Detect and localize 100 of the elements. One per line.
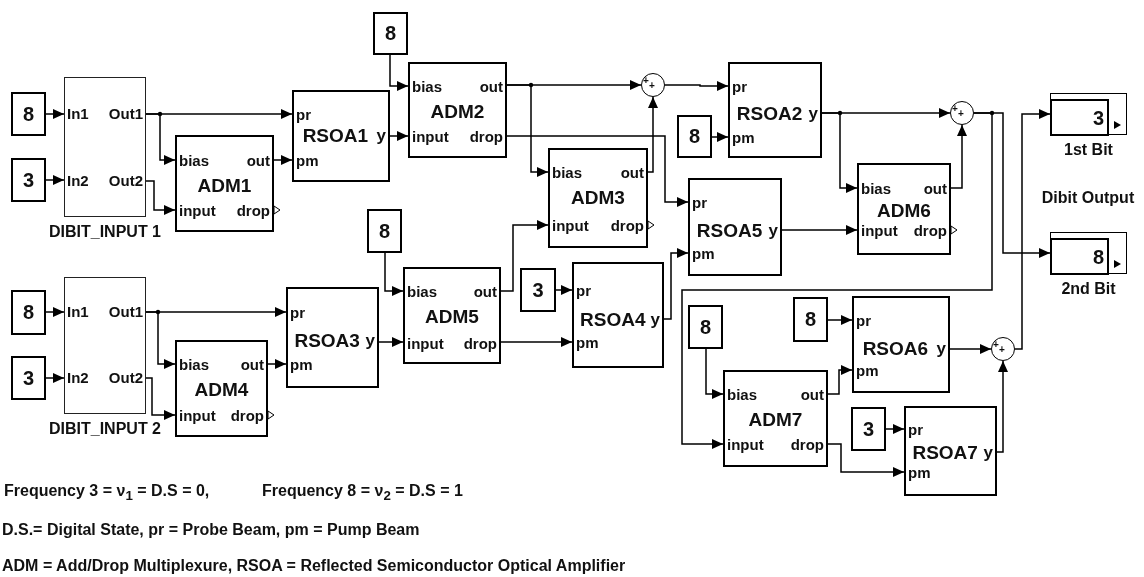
sum-sign: + (643, 76, 649, 86)
multiplexer-block (175, 135, 274, 232)
constant-block (851, 407, 886, 451)
constant-value: 8 (22, 302, 35, 322)
block-name: ADM4 (194, 379, 249, 398)
port-label: out (479, 78, 503, 93)
constant-block (793, 297, 828, 342)
constant-value: 8 (378, 220, 391, 241)
block-name: RSOA1 (302, 125, 369, 144)
multiplexer-block (548, 148, 648, 248)
port-label: pr (576, 282, 591, 297)
arrow (145, 180, 176, 215)
amplifier-block (292, 90, 390, 182)
output-caption: Dibit Output (1041, 189, 1135, 207)
arrow (500, 220, 549, 292)
port-label: out (620, 164, 644, 179)
port-label: input (727, 436, 764, 451)
sum-sign: + (993, 340, 999, 350)
port-label: out (240, 356, 264, 371)
arrow (827, 443, 905, 477)
note-text: Frequency 8 = ν$_{2}$ = D.S = 1 (262, 482, 463, 504)
port-label: drop (790, 436, 824, 451)
port-label: Out1 (108, 303, 143, 318)
constant-value: 8 (804, 309, 817, 329)
arrow (389, 54, 409, 91)
constant-value: 8 (384, 23, 397, 43)
constant-block (367, 209, 402, 253)
port-label: pm (290, 356, 313, 371)
block-name: ADM2 (430, 101, 485, 120)
arrow (500, 337, 573, 347)
port-label: In2 (67, 369, 89, 384)
constant-block (373, 12, 408, 55)
block-caption: 1st Bit (1064, 142, 1113, 158)
sum-block (991, 337, 1015, 361)
block-caption: 2nd Bit (1061, 281, 1116, 297)
port-label: pm (856, 362, 879, 377)
arrow (555, 285, 573, 295)
constant-value: 3 (22, 169, 35, 190)
arrow (145, 113, 176, 165)
block-name: RSOA2 (736, 103, 803, 122)
port-label: y (808, 104, 818, 121)
arrow (664, 81, 729, 91)
constant-block (11, 158, 46, 202)
port-label: Out2 (108, 369, 143, 384)
arrow (145, 377, 176, 420)
port-label: bias (861, 180, 891, 195)
arrow (145, 311, 176, 369)
port-label: y (768, 221, 778, 238)
block-name: ADM7 (748, 409, 803, 428)
constant-block (688, 305, 723, 349)
arrow (45, 175, 65, 185)
port-label: bias (179, 356, 209, 371)
port-label: drop (913, 222, 947, 237)
port-label: y (936, 339, 946, 356)
sum-sign: + (958, 109, 964, 119)
constant-value: 8 (699, 316, 712, 337)
display-value: 8 (1092, 247, 1104, 267)
arrow (647, 96, 658, 173)
arrow (45, 307, 65, 317)
port-label: pr (732, 78, 747, 93)
note-text: Frequency 3 = ν$_{1}$ = D.S = 0, (4, 482, 210, 504)
port-label: drop (230, 407, 264, 422)
constant-block (520, 268, 556, 312)
port-label: out (800, 386, 824, 401)
multiplexer-block (723, 370, 828, 467)
block-name: RSOA4 (580, 309, 646, 328)
port-label: input (179, 202, 216, 217)
port-label: pr (296, 106, 311, 121)
port-label: pr (692, 194, 707, 209)
note-text: D.S.= Digital State, pr = Probe Beam, pm = Pump Beam (2, 521, 420, 539)
port-label: bias (412, 78, 442, 93)
port-label: pm (576, 334, 599, 349)
port-label: In1 (67, 303, 89, 318)
arrow (389, 131, 409, 141)
port-label: drop (469, 128, 503, 143)
arrow (996, 360, 1008, 453)
port-label: input (179, 407, 216, 422)
port-label: pm (908, 464, 931, 479)
arrow (949, 344, 992, 354)
block-name: RSOA5 (696, 220, 763, 239)
arrow (506, 84, 549, 177)
sum-sign: + (999, 345, 1005, 355)
sum-block (950, 101, 974, 125)
port-label: drop (236, 202, 270, 217)
port-label: In2 (67, 172, 89, 187)
arrow (781, 225, 858, 235)
constant-value: 8 (688, 126, 701, 146)
constant-block (677, 115, 712, 158)
arrow (821, 112, 858, 193)
port-label: y (983, 443, 993, 460)
multiplexer-block (403, 267, 501, 364)
amplifier-block (688, 178, 782, 276)
constant-block (11, 356, 46, 400)
port-label: In1 (67, 105, 89, 120)
arrow (705, 348, 724, 399)
amplifier-block (904, 406, 997, 496)
port-label: bias (179, 152, 209, 167)
arrow (45, 373, 65, 383)
port-label: pm (732, 129, 755, 144)
port-label: pr (856, 312, 871, 327)
